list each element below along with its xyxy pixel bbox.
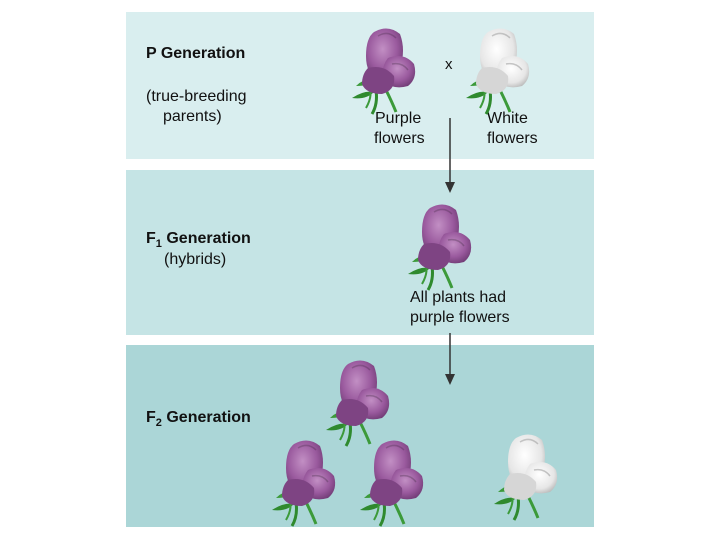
purple-flower-icon [356, 436, 446, 532]
arrow-p-to-f1 [445, 118, 455, 193]
white-flower-icon [490, 430, 580, 526]
white-flower-icon [462, 24, 552, 120]
purple-flower-icon [268, 436, 358, 532]
purple-flower-icon [404, 200, 494, 296]
arrow-f1-to-f2 [445, 333, 455, 385]
purple-flower-icon [348, 24, 438, 120]
